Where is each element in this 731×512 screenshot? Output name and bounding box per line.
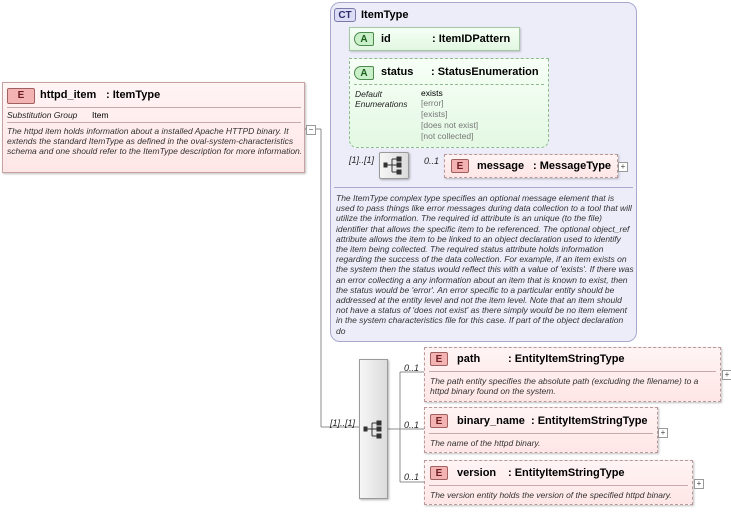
child-cardinality: 0..1 bbox=[404, 472, 420, 482]
root-element-type: : ItemType bbox=[106, 89, 161, 101]
root-element-httpd-item[interactable]: E httpd_item : ItemType Substitution Gro… bbox=[2, 82, 305, 173]
default-value: exists bbox=[421, 88, 443, 98]
element-path[interactable]: E path : EntityItemStringType The path e… bbox=[424, 347, 721, 402]
enum-value: [error] bbox=[421, 98, 444, 108]
element-message-name: message bbox=[477, 160, 525, 172]
enum-value: [exists] bbox=[421, 109, 448, 119]
attribute-badge: A bbox=[354, 66, 374, 80]
element-message[interactable]: E message : MessageType bbox=[444, 154, 618, 178]
expand-toggle[interactable]: + bbox=[658, 428, 668, 438]
element-version[interactable]: E version : EntityItemStringType The ver… bbox=[424, 460, 693, 505]
attribute-status-type: : StatusEnumeration bbox=[431, 66, 539, 78]
substitution-group-value: Item bbox=[92, 110, 109, 120]
element-path-type: : EntityItemStringType bbox=[508, 353, 625, 365]
sequence-icon bbox=[363, 420, 382, 439]
element-path-name: path bbox=[457, 353, 481, 365]
divider bbox=[429, 371, 716, 372]
attribute-badge: A bbox=[354, 32, 374, 46]
element-version-description: The version entity holds the version of … bbox=[430, 490, 672, 500]
sequence-cardinality: [1]..[1] bbox=[349, 155, 375, 165]
divider bbox=[429, 433, 653, 434]
expand-toggle[interactable]: + bbox=[722, 370, 731, 380]
divider bbox=[7, 122, 301, 123]
enum-value: [not collected] bbox=[421, 131, 474, 141]
element-message-type: : MessageType bbox=[533, 160, 612, 172]
element-binary-name-type: : EntityItemStringType bbox=[531, 415, 648, 427]
sequence-compositor[interactable] bbox=[379, 152, 409, 179]
expand-toggle[interactable]: + bbox=[618, 162, 628, 172]
attribute-id-type: : ItemIDPattern bbox=[432, 33, 511, 45]
sequence-compositor[interactable] bbox=[359, 359, 388, 499]
child-cardinality: 0..1 bbox=[404, 420, 420, 430]
element-binary-name-name: binary_name bbox=[457, 415, 525, 427]
element-badge: E bbox=[430, 352, 448, 366]
attribute-id[interactable]: A id : ItemIDPattern bbox=[349, 27, 520, 51]
divider bbox=[334, 187, 633, 188]
element-version-name: version bbox=[457, 467, 497, 479]
root-element-description: The httpd item holds information about a… bbox=[7, 126, 303, 157]
attribute-status-name: status bbox=[381, 66, 414, 78]
element-badge: E bbox=[430, 466, 448, 480]
child-cardinality: 0..1 bbox=[404, 363, 420, 373]
collapse-toggle[interactable]: − bbox=[306, 125, 316, 135]
enum-value: [does not exist] bbox=[421, 120, 479, 130]
expand-toggle[interactable]: + bbox=[694, 479, 704, 489]
default-label: Default bbox=[355, 89, 382, 99]
divider bbox=[354, 84, 544, 85]
complex-type-badge: CT bbox=[334, 8, 356, 22]
substitution-group-label: Substitution Group bbox=[7, 110, 78, 120]
divider bbox=[429, 485, 688, 486]
element-binary-name-description: The name of the httpd binary. bbox=[430, 438, 541, 448]
sequence-icon bbox=[383, 156, 402, 175]
element-path-description: The path entity specifies the absolute p… bbox=[430, 376, 699, 397]
root-element-name: httpd_item bbox=[40, 89, 97, 101]
message-cardinality: 0..1 bbox=[424, 156, 440, 166]
complex-type-description: The ItemType complex type specifies an o… bbox=[336, 193, 634, 336]
enumerations-label: Enumerations bbox=[355, 99, 408, 109]
element-badge: E bbox=[451, 159, 469, 173]
element-binary-name[interactable]: E binary_name : EntityItemStringType The… bbox=[424, 407, 658, 453]
attribute-id-name: id bbox=[381, 33, 391, 45]
element-version-type: : EntityItemStringType bbox=[508, 467, 625, 479]
complex-type-name: ItemType bbox=[361, 9, 409, 21]
attribute-status[interactable]: A status : StatusEnumeration Default Enu… bbox=[349, 58, 549, 148]
element-badge: E bbox=[430, 414, 448, 428]
element-badge: E bbox=[7, 88, 35, 104]
sequence-cardinality: [1]..[1] bbox=[330, 418, 356, 428]
divider bbox=[7, 107, 301, 108]
